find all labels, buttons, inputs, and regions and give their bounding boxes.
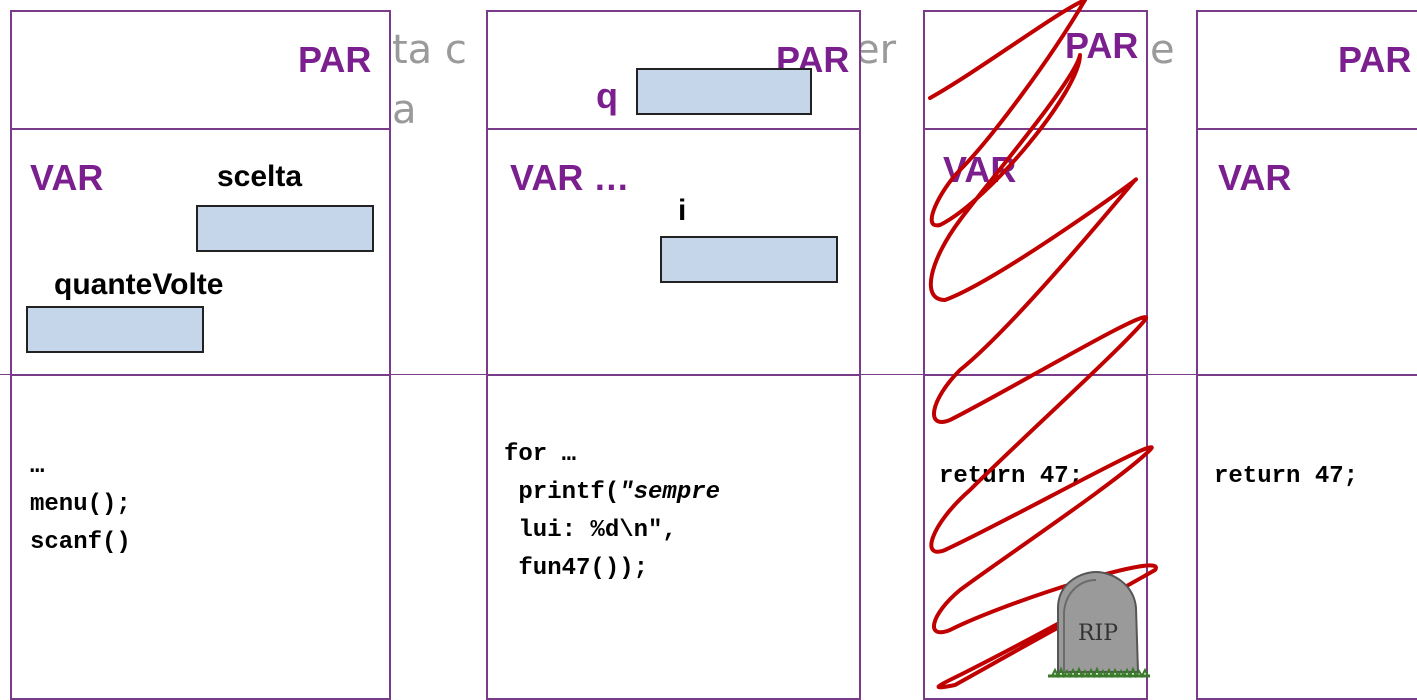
frame-separator-par: [12, 128, 389, 130]
var-name-scelta: scelta: [217, 160, 303, 193]
code-line: fun47());: [504, 555, 649, 582]
var-box-scelta: [196, 205, 374, 252]
param-name-q: q: [596, 75, 618, 116]
background-text-3: e: [1150, 27, 1175, 73]
frame-separator-par: [925, 128, 1146, 130]
var-label: VAR …: [510, 157, 630, 198]
code-line: printf(: [504, 479, 620, 506]
background-text-1: ta c: [392, 27, 467, 73]
code-block: for … printf("sempre lui: %d\n", fun47()…: [504, 436, 720, 588]
par-label: PAR: [298, 39, 372, 80]
code-line: scanf(): [30, 529, 131, 556]
par-label: PAR: [1065, 25, 1139, 66]
code-line: lui: %d\n",: [504, 517, 677, 544]
code-line: return 47;: [939, 463, 1084, 490]
frame-separator-var: [488, 374, 859, 376]
code-line: menu();: [30, 491, 131, 518]
var-label: VAR: [1218, 157, 1292, 198]
var-name-i: i: [678, 194, 687, 227]
code-line: return 47;: [1214, 463, 1359, 490]
var-box-quantevolte: [26, 306, 204, 353]
background-text-2: er: [855, 27, 897, 73]
code-line: …: [30, 453, 45, 480]
var-label: VAR: [943, 149, 1017, 190]
code-line-italic: "sempre: [619, 479, 721, 506]
frame-separator-var: [12, 374, 389, 376]
param-box-q: [636, 68, 812, 115]
frame-separator-var: [925, 374, 1146, 376]
par-label: PAR: [1338, 39, 1412, 80]
code-block: return 47;: [1214, 458, 1358, 496]
var-label: VAR: [30, 157, 104, 198]
stack-frame-main: PAR VAR scelta quanteVolte … menu(); sca…: [10, 10, 391, 700]
stack-frame-fun47-destroyed: PAR VAR return 47;: [923, 10, 1148, 700]
code-line: for …: [504, 441, 577, 468]
stack-frame-loop: PAR q VAR … i for … printf("sempre lui: …: [486, 10, 861, 700]
var-name-quantevolte: quanteVolte: [54, 268, 224, 301]
frame-separator-par: [488, 128, 859, 130]
code-block: return 47;: [939, 458, 1083, 496]
code-block: … menu(); scanf(): [30, 448, 131, 562]
background-text-4: a: [392, 87, 417, 133]
frame-separator-var: [1198, 374, 1417, 376]
frame-separator-par: [1198, 128, 1417, 130]
stack-frame-fun47: PAR VAR return 47;: [1196, 10, 1417, 700]
var-box-i: [660, 236, 838, 283]
